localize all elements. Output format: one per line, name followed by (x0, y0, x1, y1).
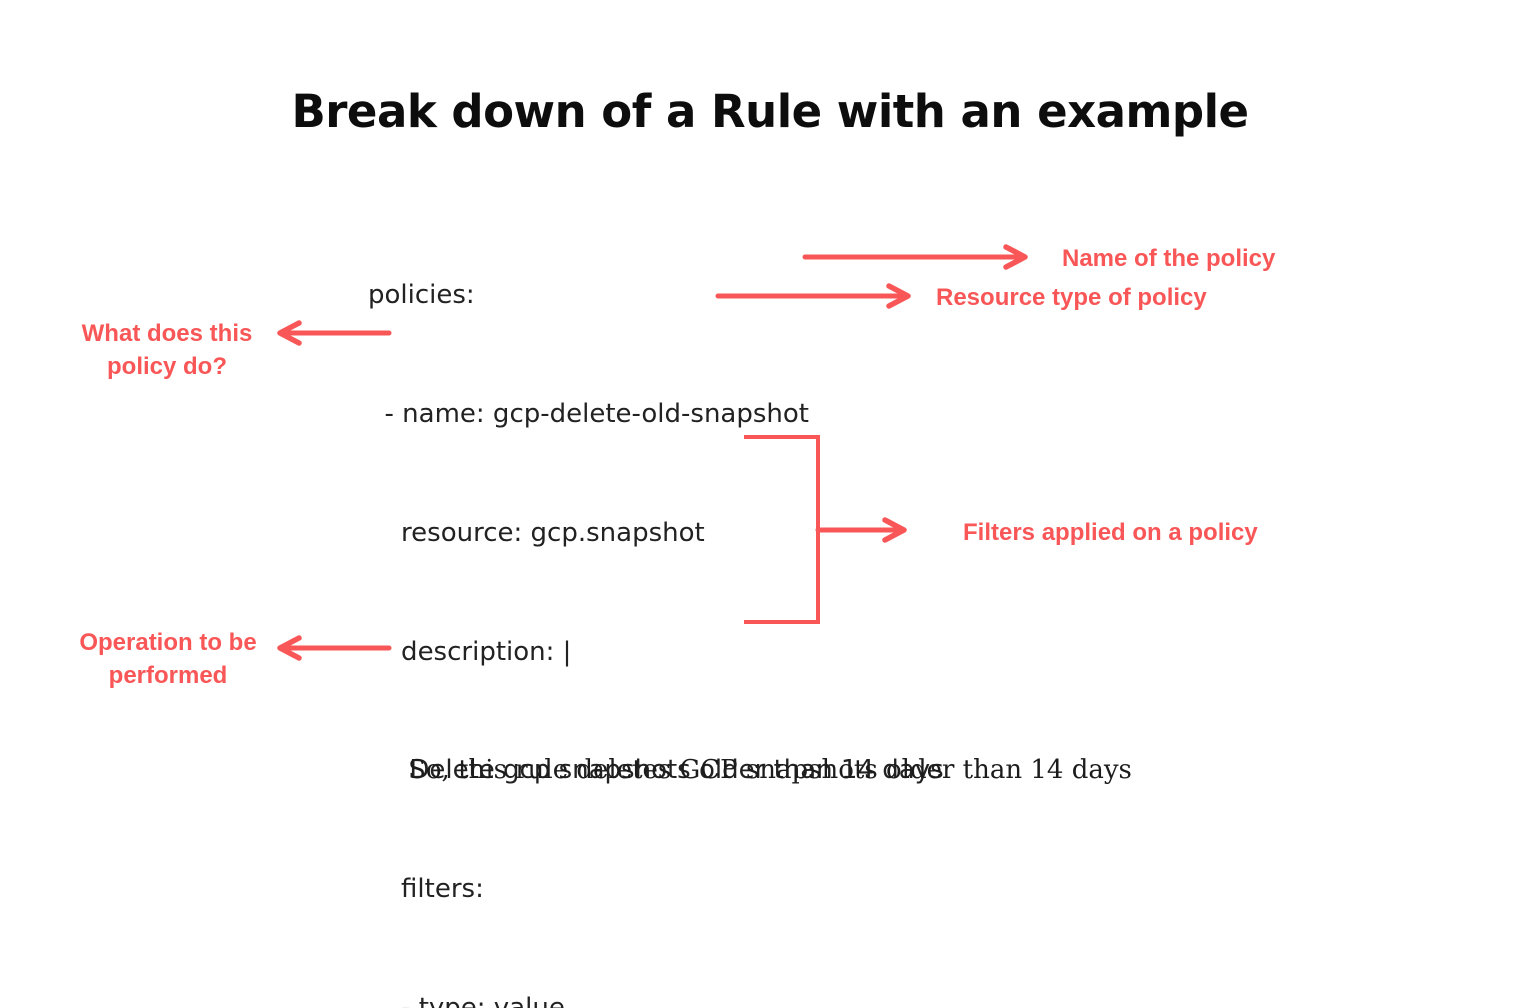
yaml-line-policies: policies: (368, 280, 475, 311)
yaml-line-filters: filters: (368, 874, 484, 905)
yaml-code-block: policies: - name: gcp-delete-old-snapsho… (368, 197, 944, 1008)
actions-arrow-left-icon (277, 635, 392, 661)
name-arrow-head (1003, 244, 1028, 270)
actions-arrow-head (277, 635, 302, 661)
filters-bracket-shape (744, 435, 820, 624)
yaml-line-resource: resource: gcp.snapshot (368, 517, 705, 548)
description-arrow-left-icon (277, 320, 392, 346)
resource-arrow-right-icon (715, 283, 911, 309)
policy-description-label: What does this policy do? (81, 320, 253, 380)
yaml-line-filter-type: - type: value (368, 992, 565, 1008)
yaml-line-desc-text: Delete gcp snapshots older than 14 days (368, 755, 944, 786)
filters-label: Filters applied on a policy (963, 519, 1258, 546)
summary-text: So, this rule deletes GCP snapshots olde… (408, 755, 1132, 785)
resource-arrow-head (886, 283, 911, 309)
name-arrow-right-icon (802, 244, 1028, 270)
filters-arrow-head (882, 517, 907, 543)
page-title: Break down of a Rule with an example (291, 85, 1249, 138)
yaml-line-description: description: | (368, 636, 572, 667)
name-policy-label: Name of the policy (1062, 245, 1276, 272)
filters-bracket-icon (744, 435, 907, 624)
description-arrow-head (277, 320, 302, 346)
yaml-line-name: - name: gcp-delete-old-snapshot (368, 398, 809, 429)
resource-type-label: Resource type of policy (936, 284, 1207, 311)
operation-label: Operation to be performed (79, 629, 257, 689)
